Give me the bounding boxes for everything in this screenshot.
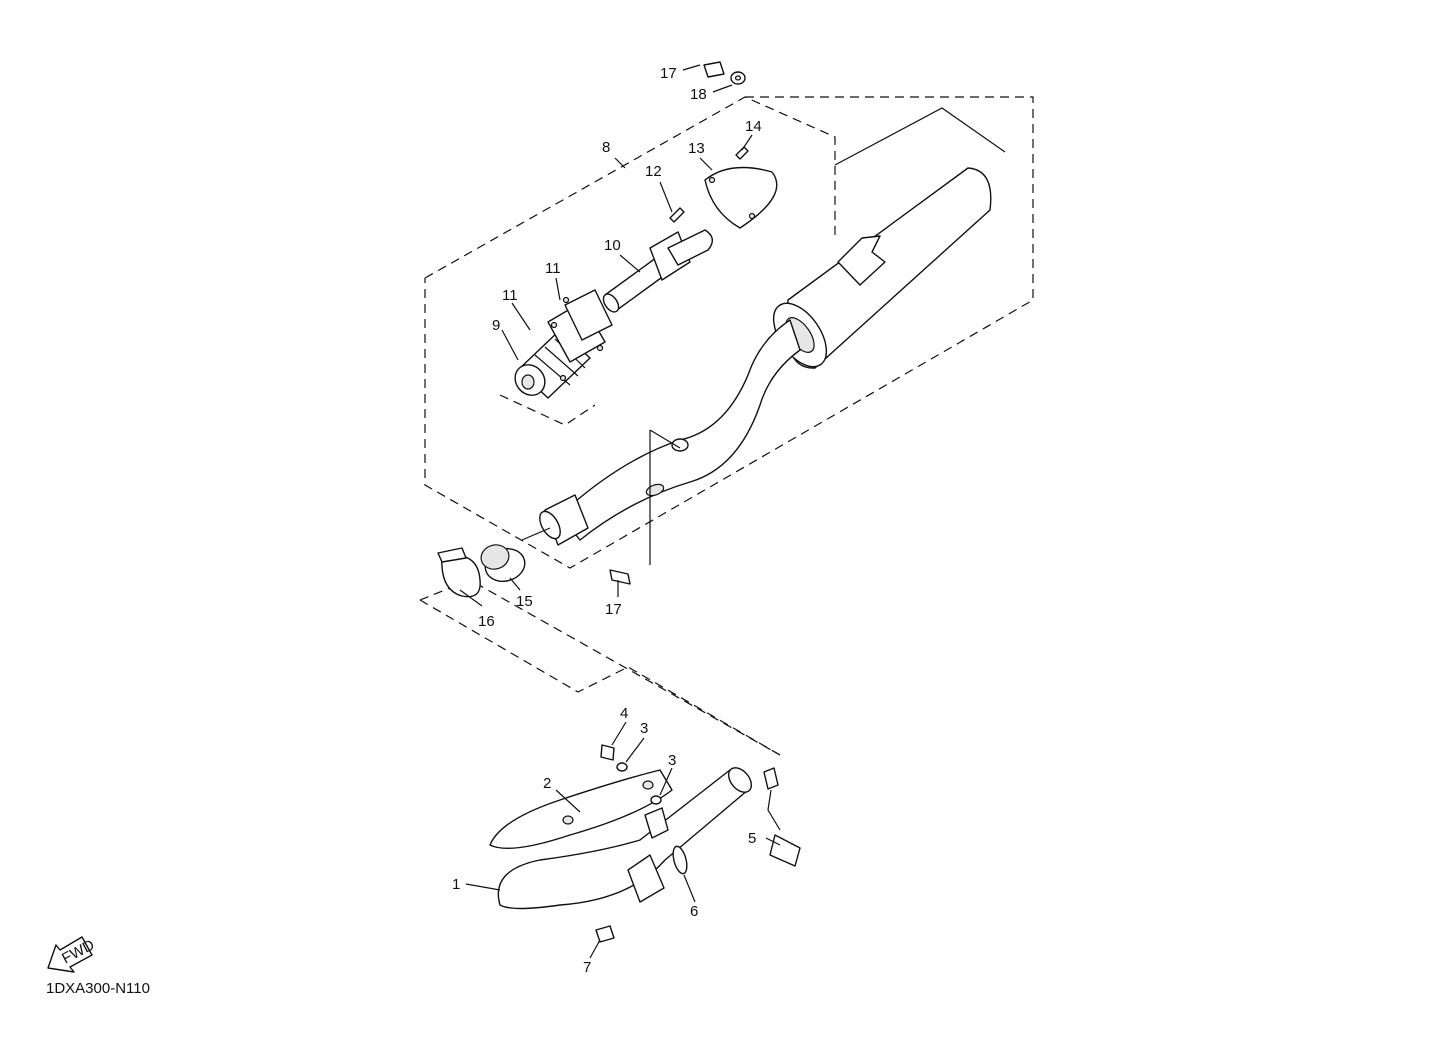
exhaust-header-assembly <box>489 744 801 943</box>
callout-12: 12 <box>645 163 662 180</box>
spark-arrestor-parts <box>514 146 778 399</box>
muffler-assembly <box>521 107 1006 565</box>
callout-16: 16 <box>478 613 495 630</box>
callout-14: 14 <box>745 118 762 135</box>
callout-7: 7 <box>583 959 591 976</box>
lower-bolt <box>609 569 631 585</box>
diagram-code: 1DXA300-N110 <box>46 980 150 997</box>
muffler-internals-outline <box>424 96 836 426</box>
callout-3-upper: 3 <box>640 720 648 737</box>
callout-3-lower: 3 <box>668 752 676 769</box>
callout-17-top: 17 <box>660 65 677 82</box>
clamp-and-gasket <box>437 544 526 598</box>
callout-6: 6 <box>690 903 698 920</box>
callout-8: 8 <box>602 139 610 156</box>
top-bolt-washer <box>703 61 746 85</box>
fwd-arrow-icon: FWD <box>47 936 97 973</box>
callout-15: 15 <box>516 593 533 610</box>
header-group-outline <box>419 579 781 756</box>
callout-17-bottom: 17 <box>605 601 622 618</box>
callout-9: 9 <box>492 317 500 334</box>
callout-13: 13 <box>688 140 705 157</box>
callout-1: 1 <box>452 876 460 893</box>
callout-10: 10 <box>604 237 621 254</box>
callout-5: 5 <box>748 830 756 847</box>
callout-labels: 17 18 8 14 13 12 10 11 11 9 15 16 17 4 3… <box>452 65 762 976</box>
callout-4: 4 <box>620 705 628 722</box>
callout-11-lower: 11 <box>502 287 518 304</box>
leader-lines <box>459 64 781 959</box>
callout-11-upper: 11 <box>545 260 561 277</box>
callout-2: 2 <box>543 775 551 792</box>
muffler-group-outline <box>424 96 1034 569</box>
callout-18: 18 <box>690 86 707 103</box>
